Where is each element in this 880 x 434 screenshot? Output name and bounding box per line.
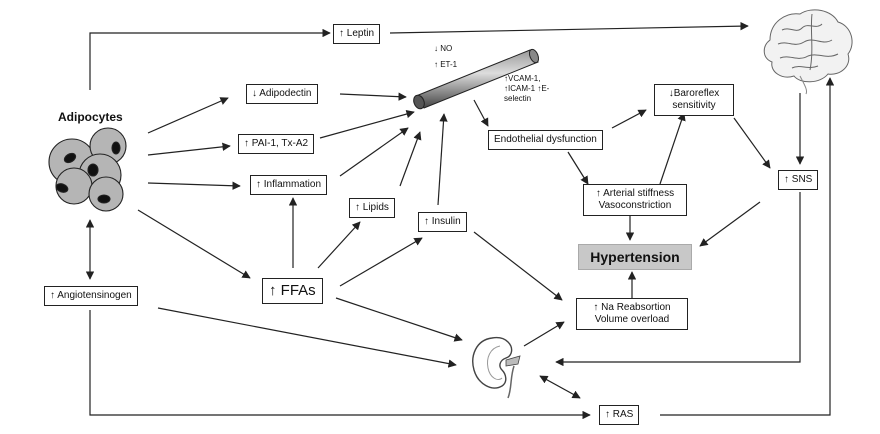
arrow-sns-hypertension [699,201,761,247]
adipodectin-box: ↓ Adipodectin [246,84,318,104]
arrow-lipids-vessel [399,131,422,187]
arrow-adipodectin-vessel [339,92,407,101]
arrow-insulin-vessel [437,113,448,206]
angiotensinogen-box: ↑ Angiotensinogen [44,286,138,306]
arrow-adipocytes-adipodectin [147,97,229,134]
arrow-sns-kidney [555,192,801,367]
arrow-angiotensinogen-ras [89,310,591,420]
arrow-vessel-endothelial [473,99,489,127]
adipocytes-label: Adipocytes [58,110,123,124]
et1-label: ↑ ET-1 [434,60,458,69]
arrow-inflammation-vessel [339,127,409,177]
arrow-ffas-insulin [339,237,423,287]
arrow-pai1-vessel [319,109,415,139]
leptin-box: ↑ Leptin [333,24,381,44]
endothelial-dysfunction-box: Endothelial dysfunction [488,130,603,150]
pai1-box: ↑ PAI-1, Tx-A2 [238,134,315,154]
na-line1: ↑ Na Reabsortion [593,302,671,313]
insulin-box: ↑ Insulin [418,212,467,232]
arrow-kidney-ras [539,375,581,399]
arrow-adipocytes-pai1 [147,142,231,156]
na-line2: Volume overload [594,314,670,325]
baroreflex-line1: ↓Baroreflex [668,88,720,99]
vcam-label-line1: ↑VCAM-1, [504,74,541,83]
ffas-box: ↑ FFAs [262,278,323,304]
lipids-box: ↑ Lipids [349,198,395,218]
arrow-ras-brain [660,77,835,416]
na-reabsortion-box: ↑ Na Reabsortion Volume overload [576,298,688,330]
arterial-line2: Vasoconstriction [598,200,672,211]
arterial-stiffness-box: ↑ Arterial stiffness Vasoconstriction [583,184,687,216]
arrow-kidney-na [523,321,565,347]
arrow-endothelial-arterial [567,151,589,185]
arrow-angiotensinogen-kidney [157,307,457,368]
kidney-icon [472,336,521,399]
baroreflex-line2: sensitivity [672,100,716,111]
hypertension-box: Hypertension [578,244,692,270]
arrow-leptin-brain [389,21,749,34]
arterial-line1: ↑ Arterial stiffness [595,188,675,199]
baroreflex-box: ↓Baroreflex sensitivity [654,84,734,116]
arrow-adipocytes-inflammation [147,181,241,190]
arrow-baroreflex-sns [733,117,771,169]
vcam-label-line3: selectin [504,94,532,103]
inflammation-box: ↑ Inflammation [250,175,328,195]
no-label: ↓ NO [434,44,453,53]
adipocyte-cluster-icon [48,127,127,212]
arrow-adipocytes-leptin [89,28,331,90]
sns-box: ↑ SNS [778,170,819,190]
arrow-endothelial-baroreflex [611,109,647,129]
brain-icon [763,9,853,95]
vcam-label-line2: ↑ICAM-1 ↑E- [504,84,550,93]
ras-box: ↑ RAS [599,405,640,425]
arrow-adipocytes-ffas [137,209,251,279]
blood-vessel-icon [413,48,540,110]
arrow-ffas-lipids [317,221,361,269]
arrow-insulin-na [473,231,563,301]
arrow-ffas-kidney [335,297,463,342]
arrow-arterial-baroreflex [659,112,686,185]
